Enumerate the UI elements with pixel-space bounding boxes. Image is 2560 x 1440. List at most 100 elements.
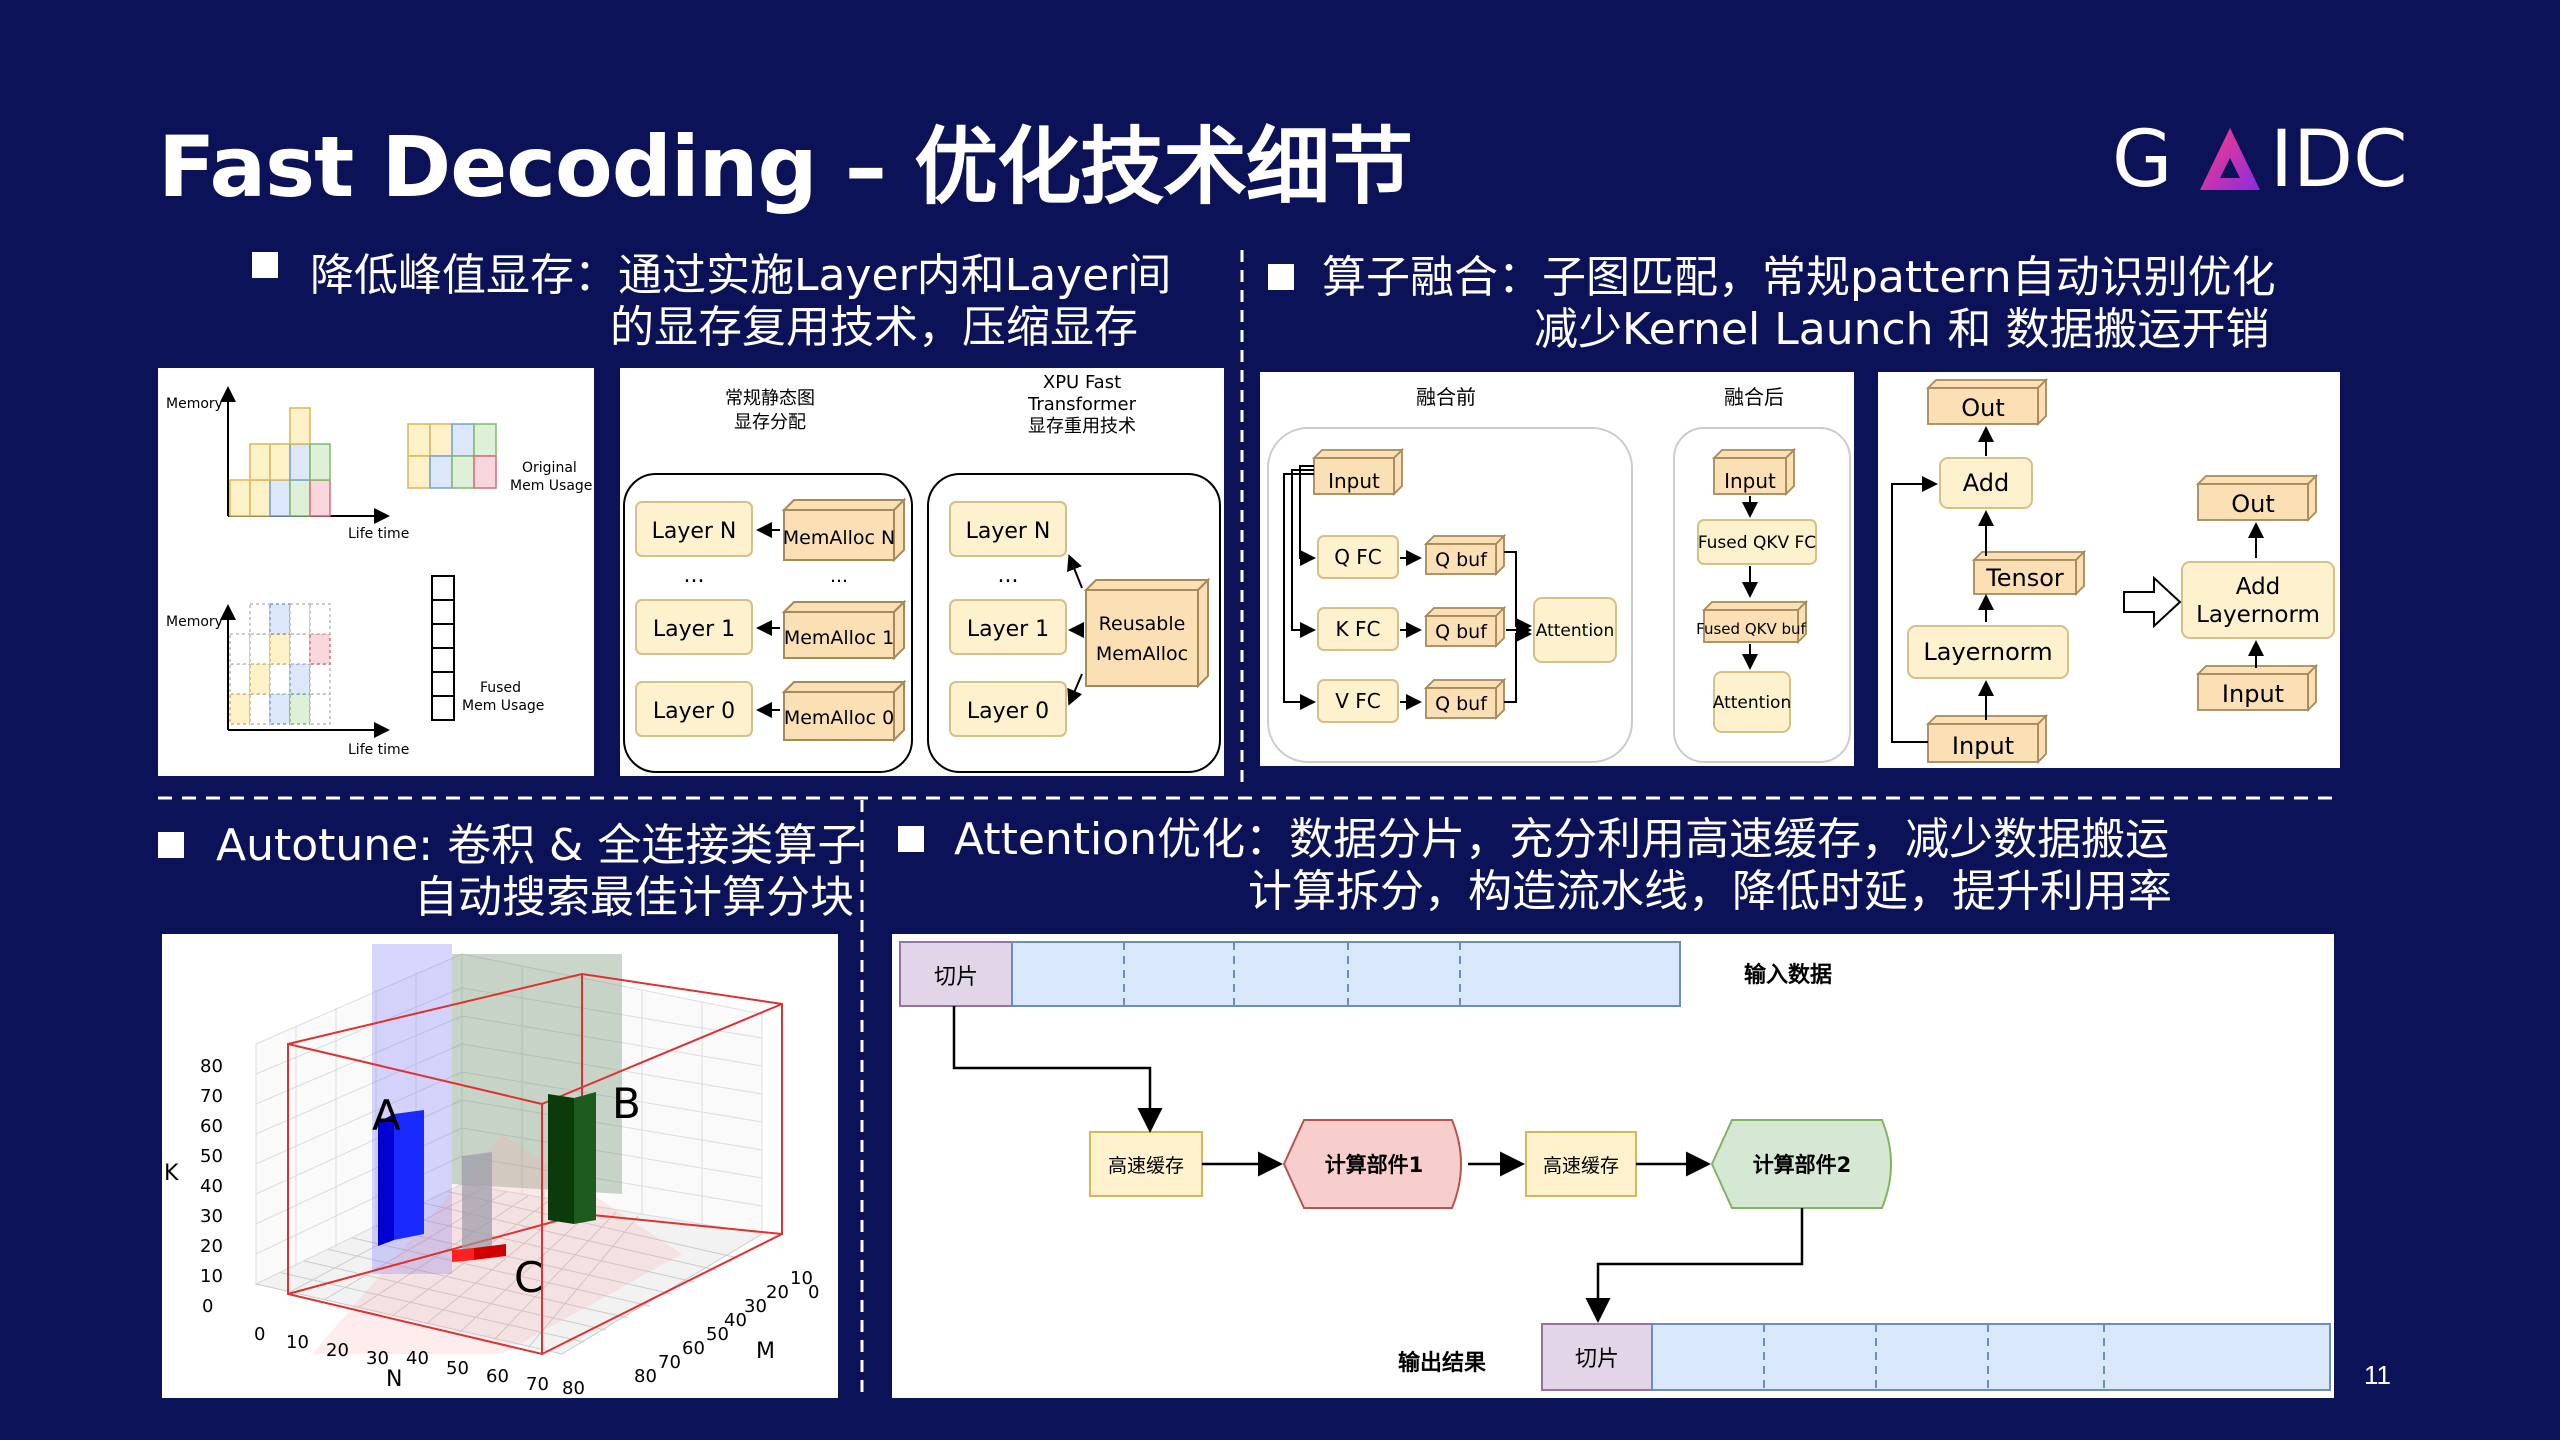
fused-label: Fused	[480, 680, 521, 696]
n-tick: 0	[254, 1324, 265, 1345]
n-tick: 70	[526, 1374, 549, 1395]
right-caption-3: 显存重用技术	[1028, 416, 1136, 437]
attention-heading-line1: Attention优化：数据分片，充分利用高速缓存，减少数据搬运	[954, 814, 2170, 865]
ln-tensor: Tensor	[1985, 564, 2064, 592]
gaidc-logo: G IDC	[2112, 115, 2422, 205]
n-tick: 20	[326, 1340, 349, 1361]
ln-layernorm-after: Layernorm	[2196, 602, 2320, 628]
m-tick: 60	[682, 1338, 705, 1359]
layernorm-fusion-panel: Out Add Tensor Layernorm Input Out Add L…	[1878, 372, 2340, 768]
n-tick: 40	[406, 1348, 429, 1369]
fused-qkv-buf: Fused QKV buf	[1696, 620, 1806, 638]
ln-add-after: Add	[2236, 574, 2281, 600]
fused-qkv-fc: Fused QKV FC	[1698, 533, 1816, 553]
autotune-heading-line1: Autotune: 卷积 & 全连接类算子	[216, 820, 862, 871]
bar-c	[452, 1152, 506, 1262]
right-caption-1: XPU Fast	[1043, 372, 1121, 393]
bar-b	[548, 1092, 596, 1224]
original-label: Original	[522, 460, 577, 476]
fusion-heading-line1: 算子融合：子图匹配，常规pattern自动识别优化	[1322, 252, 2276, 303]
before-caption: 融合前	[1416, 385, 1476, 409]
autotune-3d-panel: A B C K N M 0 10 20 30 40 50 60 70 80 0 …	[162, 934, 838, 1398]
output-label: 输出结果	[1398, 1350, 1486, 1376]
memalloc-0: MemAlloc 0	[784, 707, 894, 729]
q-buf-2: Q buf	[1435, 621, 1488, 643]
svg-text:IDC: IDC	[2270, 120, 2408, 198]
transform-arrow-icon	[2123, 575, 2182, 629]
attention-bullet	[898, 826, 924, 856]
compute-2-label: 计算部件2	[1753, 1153, 1852, 1177]
right-layer-n: Layer N	[966, 519, 1051, 544]
fusion-bullet	[1268, 264, 1294, 294]
reusable-label-2: MemAlloc	[1096, 643, 1188, 665]
memalloc-1: MemAlloc 1	[784, 627, 894, 649]
k-axis-label: K	[164, 1161, 179, 1186]
left-dots: ...	[684, 563, 705, 588]
n-tick: 30	[366, 1348, 389, 1369]
right-layer-1: Layer 1	[967, 617, 1049, 642]
m-axis-label: M	[756, 1339, 775, 1364]
k-tick: 20	[200, 1236, 223, 1257]
bullet-square-icon	[1268, 264, 1294, 290]
compute-1-label: 计算部件1	[1325, 1153, 1424, 1177]
bullet-square-icon	[158, 832, 184, 858]
label-b: B	[612, 1079, 641, 1128]
memory-axis-label: Memory	[166, 396, 223, 412]
v-fc: V FC	[1335, 689, 1381, 713]
attention-pipeline-panel: 切片 输入数据 高速缓存 计算部件1 高速缓存 计算部件2 切片 输出结	[892, 934, 2334, 1398]
attention-before: Attention	[1536, 621, 1614, 641]
k-tick: 50	[200, 1146, 223, 1167]
bullet-square-icon	[898, 826, 924, 852]
cache-1-label: 高速缓存	[1108, 1155, 1184, 1177]
memory-axis-label-2: Memory	[166, 614, 223, 630]
q-buf-3: Q buf	[1435, 693, 1488, 715]
memory-bullet	[252, 252, 278, 282]
left-caption-2: 显存分配	[734, 412, 806, 433]
layer-memalloc-panel: 常规静态图 显存分配 XPU Fast Transformer 显存重用技术 L…	[620, 368, 1224, 776]
k-fc: K FC	[1336, 617, 1381, 641]
fusion-heading-line2: 减少Kernel Launch 和 数据搬运开销	[1534, 304, 2270, 355]
left-layer-n: Layer N	[652, 519, 737, 544]
m-tick: 40	[724, 1310, 747, 1331]
cache-2-label: 高速缓存	[1543, 1155, 1619, 1177]
bullet-square-icon	[252, 252, 278, 278]
lifetime-axis-label-2: Life time	[348, 742, 409, 758]
input-data-label: 输入数据	[1744, 962, 1832, 988]
n-tick: 10	[286, 1332, 309, 1353]
after-caption: 融合后	[1724, 385, 1784, 409]
n-tick: 80	[562, 1378, 585, 1398]
label-a: A	[372, 1091, 401, 1140]
attention-after: Attention	[1713, 693, 1791, 713]
reusable-label-1: Reusable	[1099, 613, 1186, 635]
memory-heading-line1: 降低峰值显存：通过实施Layer内和Layer间	[310, 250, 1172, 301]
label-c: C	[514, 1253, 543, 1302]
ln-layernorm: Layernorm	[1923, 638, 2052, 666]
ln-out-after: Out	[2231, 490, 2275, 518]
page-title: Fast Decoding – 优化技术细节	[158, 118, 1413, 216]
q-fc: Q FC	[1334, 545, 1382, 569]
svg-text:G: G	[2112, 120, 2172, 198]
ln-out-before: Out	[1961, 394, 2005, 422]
k-tick: 60	[200, 1116, 223, 1137]
memory-heading-line2: 的显存复用技术，压缩显存	[610, 302, 1138, 353]
memory-usage-panel: Memory Life time Original Mem Us	[158, 368, 594, 776]
memalloc-n: MemAlloc N	[783, 527, 895, 549]
autotune-bullet	[158, 832, 184, 862]
original-label2: Mem Usage	[510, 478, 592, 494]
fused-label2: Mem Usage	[462, 698, 544, 714]
fusion-input-after: Input	[1724, 469, 1776, 493]
left-layer-1: Layer 1	[653, 617, 735, 642]
fusion-panel: 融合前 融合后 Input Q FC K FC V FC Q buf Q	[1260, 372, 1854, 766]
bar-a	[378, 1110, 424, 1246]
m-tick: 80	[634, 1366, 657, 1387]
m-tick: 20	[766, 1282, 789, 1303]
k-tick: 80	[200, 1056, 223, 1077]
m-tick: 70	[658, 1352, 681, 1373]
left-layer-0: Layer 0	[653, 699, 735, 724]
ln-input-before: Input	[1952, 732, 2014, 760]
output-slice-label: 切片	[1575, 1347, 1619, 1372]
memalloc-dots: ...	[830, 565, 848, 587]
q-buf-1: Q buf	[1435, 549, 1488, 571]
k-tick: 40	[200, 1176, 223, 1197]
